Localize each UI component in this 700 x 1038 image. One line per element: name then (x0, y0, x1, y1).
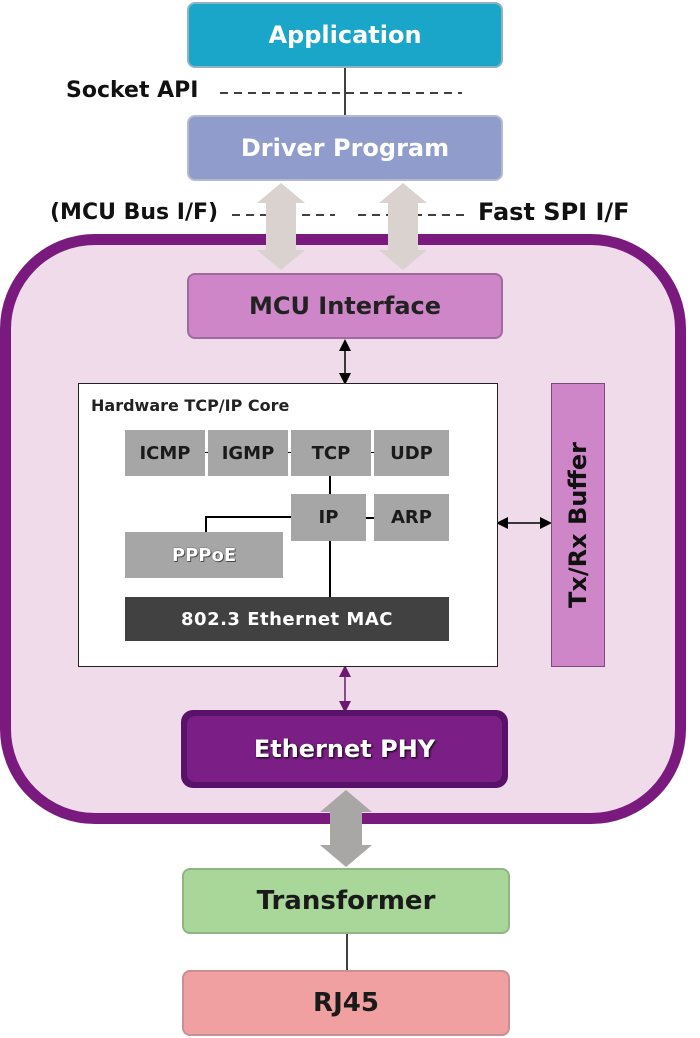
txrx-buffer-label: Tx/Rx Buffer (564, 442, 592, 608)
tcpip-core-title: Hardware TCP/IP Core (91, 396, 290, 415)
ethernet-phy-label: Ethernet PHY (253, 735, 436, 763)
ip-mac-connector (329, 541, 331, 597)
ip-pppoe-connector-v (205, 516, 207, 532)
socket-api-label: Socket API (66, 78, 199, 103)
driver-program-block: Driver Program (187, 115, 503, 181)
igmp-block: IGMP (208, 430, 288, 476)
mcu-bus-label: (MCU Bus I/F) (50, 200, 219, 225)
rj45-label: RJ45 (313, 988, 379, 1018)
transformer-block: Transformer (182, 868, 510, 934)
udp-block: UDP (374, 430, 449, 476)
ethernet-phy-block: Ethernet PHY (181, 710, 508, 788)
application-block: Application (187, 2, 503, 68)
ip-arp-connector (366, 517, 374, 519)
icmp-block: ICMP (125, 430, 205, 476)
mcu-interface-label: MCU Interface (248, 292, 442, 320)
rj45-block: RJ45 (182, 970, 510, 1036)
tcp-ip-connector (329, 476, 331, 494)
transformer-label: Transformer (256, 886, 436, 916)
txrx-buffer-block: Tx/Rx Buffer (551, 383, 605, 667)
icmp-igmp-connector (205, 452, 208, 453)
pppoe-block: PPPoE (125, 532, 283, 578)
application-label: Application (268, 21, 422, 49)
ip-block: IP (291, 494, 366, 541)
arp-block: ARP (374, 494, 449, 541)
fast-spi-label: Fast SPI I/F (478, 198, 630, 226)
ip-pppoe-connector-h (205, 516, 291, 518)
ethernet-phy-inner: Ethernet PHY (187, 716, 502, 782)
igmp-tcp-connector (288, 452, 291, 453)
driver-program-label: Driver Program (240, 134, 450, 162)
tcp-udp-connector (371, 452, 374, 453)
mcu-interface-block: MCU Interface (187, 273, 503, 339)
tcp-block: TCP (291, 430, 371, 476)
ethernet-mac-block: 802.3 Ethernet MAC (125, 597, 449, 641)
